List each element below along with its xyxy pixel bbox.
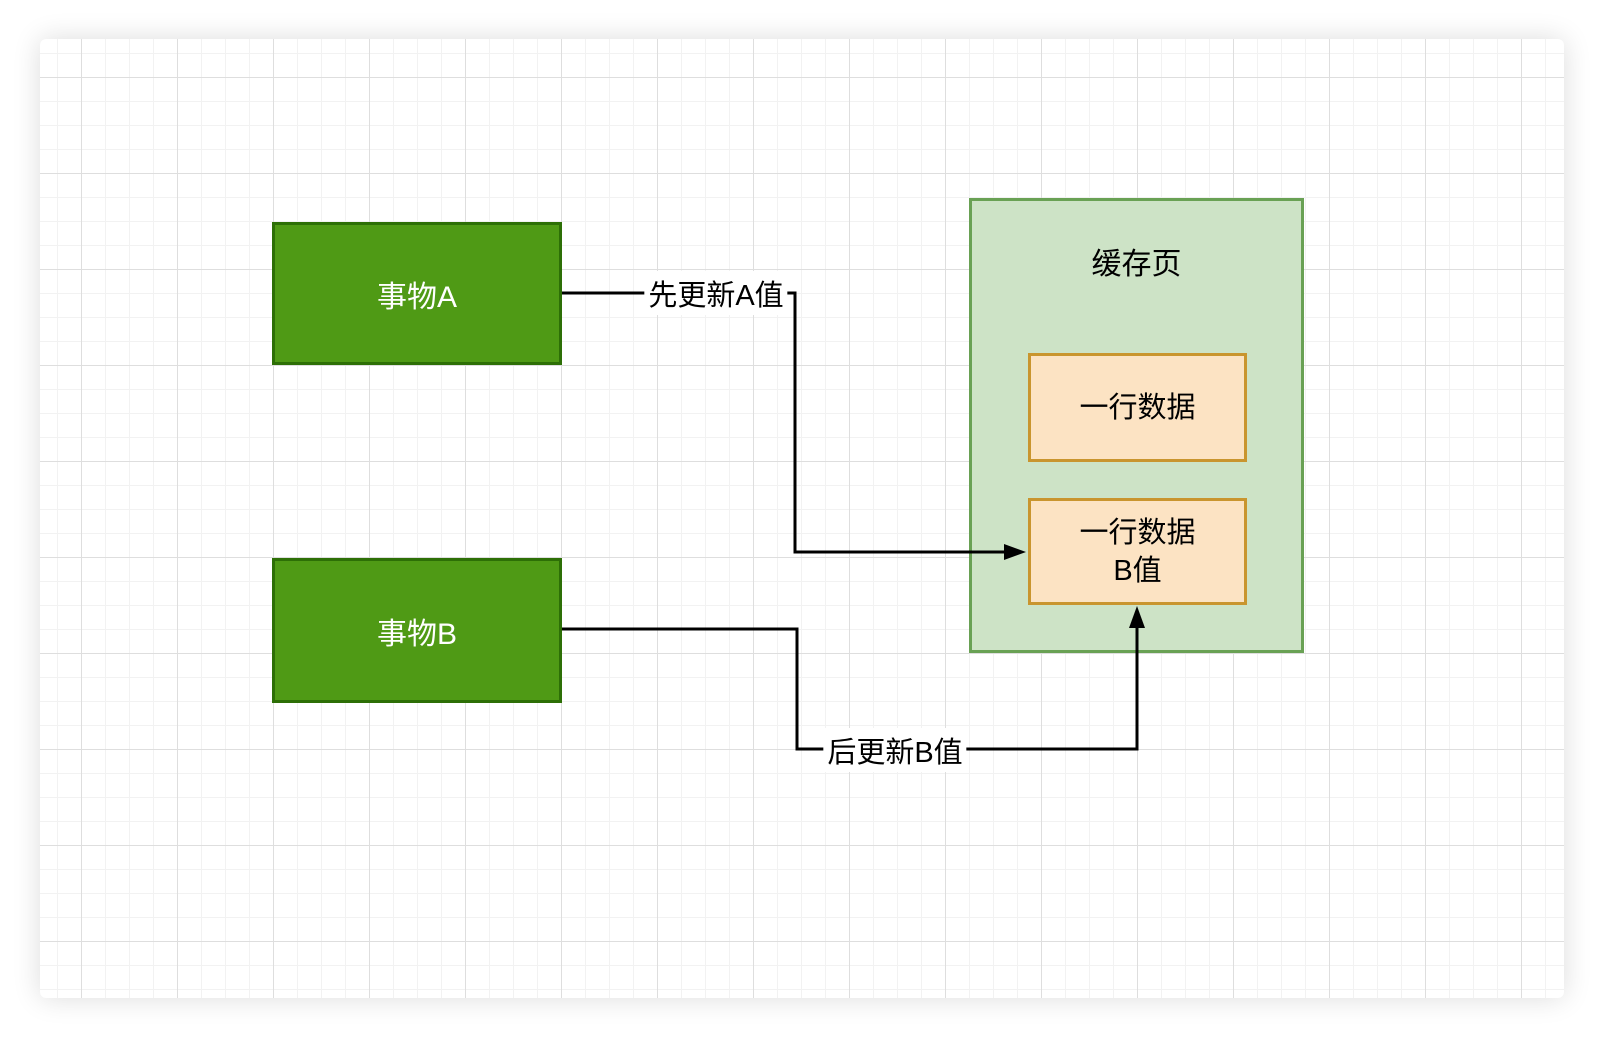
- node-label: 事物B: [376, 617, 457, 651]
- node-transaction-b[interactable]: 事物B: [272, 558, 562, 703]
- node-label: 一行数据: [1079, 391, 1196, 424]
- node-row-data-b[interactable]: 一行数据 B值: [1028, 498, 1247, 605]
- node-sublabel: B值: [1113, 554, 1162, 587]
- edge-label-update-a[interactable]: 先更新A值: [644, 271, 788, 315]
- cache-page-title: 缓存页: [1091, 248, 1182, 281]
- node-label: 事物A: [376, 280, 457, 314]
- diagram-canvas[interactable]: 缓存页 一行数据 一行数据 B值 事物A 事物B 先更新A值 后更新B值: [40, 39, 1564, 998]
- node-row-data[interactable]: 一行数据: [1028, 353, 1247, 462]
- node-transaction-a[interactable]: 事物A: [272, 222, 562, 365]
- connector-layer: [562, 291, 1145, 751]
- edge-label-update-b[interactable]: 后更新B值: [823, 728, 967, 772]
- edge-update-a-line[interactable]: [562, 291, 1008, 554]
- node-label: 一行数据: [1079, 516, 1196, 549]
